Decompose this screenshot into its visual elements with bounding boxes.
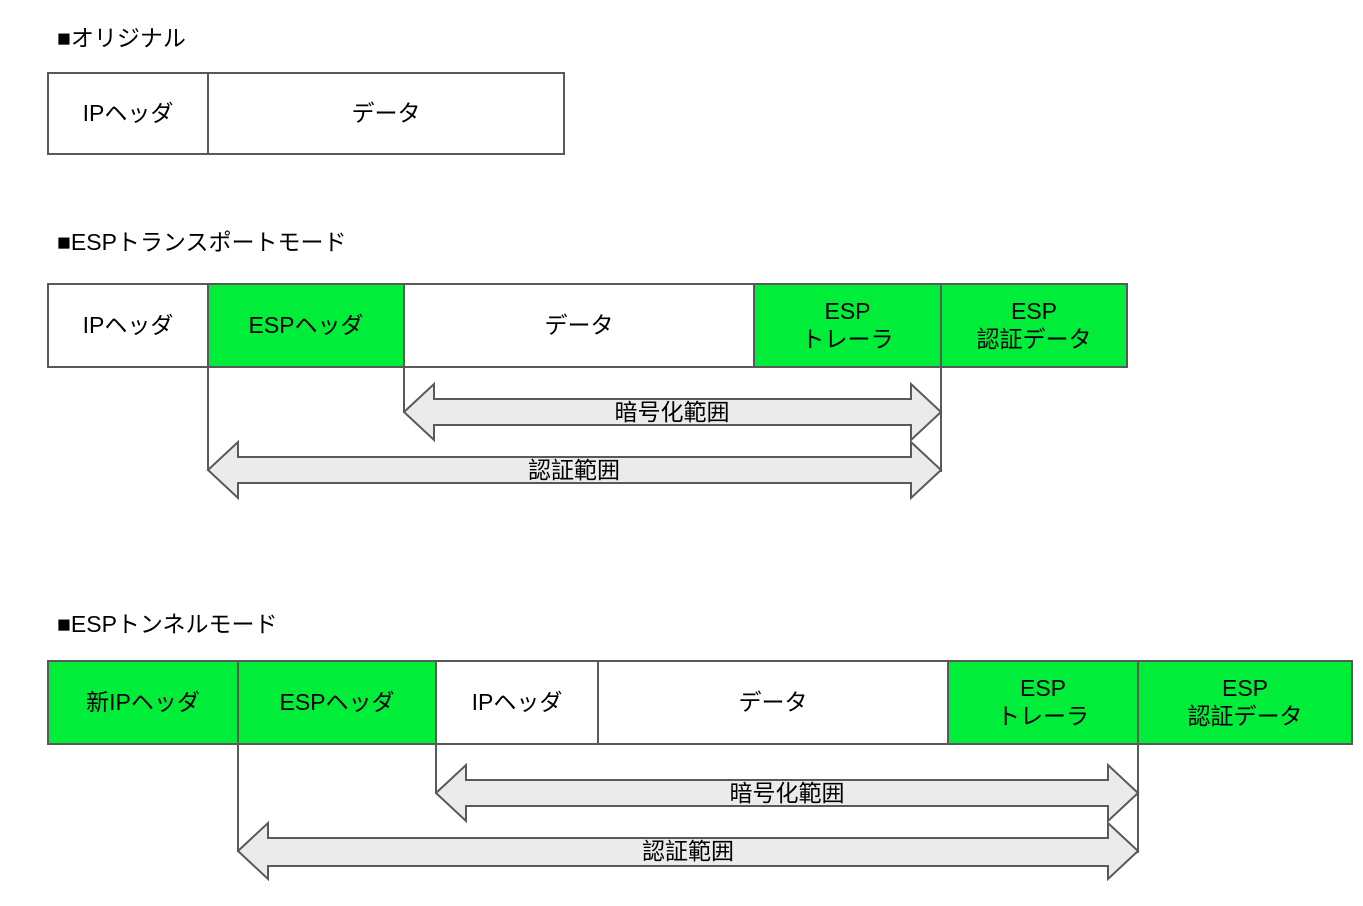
authentication-range-label-transport: 認証範囲 bbox=[528, 457, 620, 483]
cell-data: データ bbox=[405, 285, 755, 366]
cell-ip-header: IPヘッダ bbox=[437, 662, 599, 743]
encryption-range-label-tunnel: 暗号化範囲 bbox=[729, 780, 845, 806]
cell-data: データ bbox=[599, 662, 949, 743]
packet-row-tunnel: 新IPヘッダ ESPヘッダ IPヘッダ データ ESP トレーラ ESP 認証デ… bbox=[47, 660, 1353, 745]
cell-new-ip-header: 新IPヘッダ bbox=[49, 662, 239, 743]
cell-data: データ bbox=[351, 99, 421, 126]
section-title-transport: ■ESPトランスポートモード bbox=[57, 229, 347, 255]
packet-row-transport: IPヘッダ ESPヘッダ データ ESP トレーラ ESP 認証データ bbox=[47, 283, 1128, 368]
encryption-range-label-transport: 暗号化範囲 bbox=[614, 399, 730, 425]
cell-ip-header: IPヘッダ bbox=[49, 74, 209, 153]
cell-esp-header: ESPヘッダ bbox=[239, 662, 437, 743]
section-title-original: ■オリジナル bbox=[57, 25, 186, 51]
cell-esp-auth-data: ESP 認証データ bbox=[1139, 662, 1351, 743]
cell-esp-trailer: ESP トレーラ bbox=[755, 285, 942, 366]
packet-row-original: IPヘッダ データ bbox=[47, 72, 565, 155]
authentication-range-label-tunnel: 認証範囲 bbox=[642, 838, 734, 864]
cell-esp-auth-data: ESP 認証データ bbox=[942, 285, 1126, 366]
section-title-tunnel: ■ESPトンネルモード bbox=[57, 611, 278, 637]
cell-esp-trailer: ESP トレーラ bbox=[949, 662, 1139, 743]
cell-ip-header: IPヘッダ bbox=[49, 285, 209, 366]
cell-esp-header: ESPヘッダ bbox=[209, 285, 405, 366]
